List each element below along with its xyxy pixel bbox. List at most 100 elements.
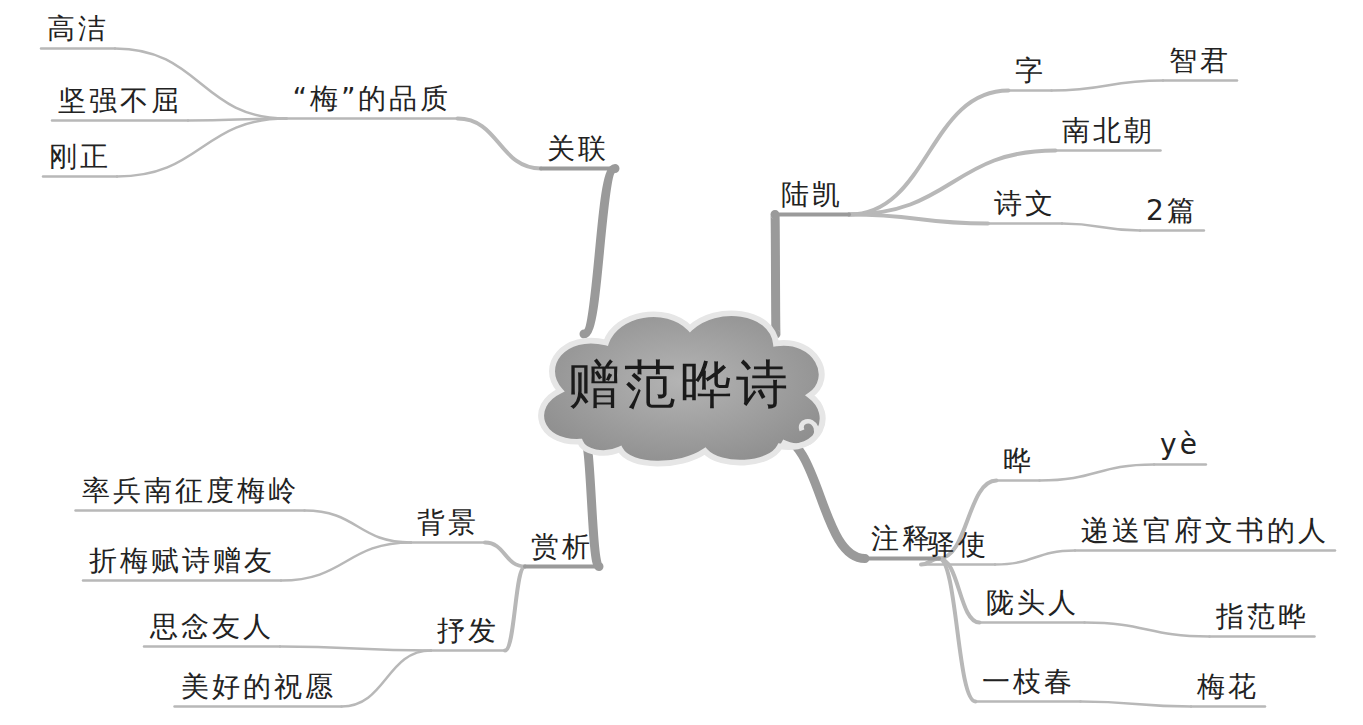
sub-topic: 诗文 bbox=[988, 187, 1062, 224]
topic-text: 陇头人 bbox=[986, 586, 1079, 620]
topic-text: 注释 bbox=[871, 522, 933, 556]
mind-map-branch bbox=[995, 551, 1075, 565]
topic-text: 一枝春 bbox=[982, 665, 1075, 699]
main-branch-topic: 陆凯 bbox=[775, 178, 849, 215]
topic-underline bbox=[286, 117, 457, 120]
topic-underline bbox=[1191, 705, 1265, 708]
topic-text: 陆凯 bbox=[781, 178, 843, 212]
main-branch-topic: 关联 bbox=[541, 132, 615, 169]
sub-topic: 抒发 bbox=[431, 614, 505, 651]
sub-topic: 坚强不屈 bbox=[52, 84, 188, 121]
topic-text: 关联 bbox=[547, 132, 609, 166]
topic-underline bbox=[976, 700, 1081, 703]
mind-map-branch bbox=[775, 215, 776, 335]
underline-layer bbox=[41, 49, 1335, 707]
sub-topic: 智君 bbox=[1163, 44, 1237, 81]
topic-underline bbox=[1210, 635, 1315, 638]
topic-underline bbox=[980, 621, 1085, 624]
topic-underline bbox=[1075, 549, 1335, 552]
mind-map-branch bbox=[281, 543, 411, 581]
topic-text: 诗文 bbox=[994, 187, 1056, 221]
mind-map-branch bbox=[776, 436, 865, 559]
sub-topic: 指范晔 bbox=[1210, 600, 1315, 637]
sub-topic: 递送官府文书的人 bbox=[1075, 514, 1335, 551]
topic-underline bbox=[1009, 89, 1052, 92]
topic-underline bbox=[41, 47, 115, 50]
topic-underline bbox=[541, 167, 615, 171]
branch-group bbox=[115, 49, 1210, 707]
topic-text: 美好的祝愿 bbox=[181, 670, 336, 704]
mind-map-branch bbox=[1052, 81, 1164, 91]
sub-topic: 美好的祝愿 bbox=[175, 670, 342, 707]
mind-map-branch bbox=[1081, 702, 1192, 707]
sub-topic: 思念友人 bbox=[144, 610, 280, 647]
topic-text: 南北朝 bbox=[1062, 114, 1155, 148]
sub-topic: 背景 bbox=[411, 506, 485, 543]
topic-text: 指范晔 bbox=[1216, 600, 1309, 634]
topic-text: 刚正 bbox=[49, 140, 111, 174]
main-branch-topic: 赏析 bbox=[525, 530, 599, 567]
topic-underline bbox=[52, 119, 188, 122]
topic-text: 晔 bbox=[1003, 444, 1034, 478]
mind-map-branch bbox=[458, 119, 542, 169]
mind-map-branch bbox=[849, 215, 988, 224]
topic-text: yè bbox=[1160, 428, 1200, 462]
sub-topic: 梅花 bbox=[1191, 670, 1265, 707]
topic-underline bbox=[1056, 149, 1161, 152]
mind-map-branch bbox=[505, 567, 525, 651]
topic-underline bbox=[988, 222, 1062, 225]
mind-map-branch bbox=[1085, 623, 1210, 637]
topic-underline bbox=[525, 565, 599, 569]
sub-topic: 字 bbox=[1009, 54, 1052, 91]
topic-underline bbox=[175, 705, 342, 708]
sub-topic: 驿使 bbox=[921, 528, 995, 565]
topic-underline bbox=[775, 213, 849, 217]
sub-topic: 陇头人 bbox=[980, 586, 1085, 623]
sub-topic: 晔 bbox=[997, 444, 1040, 481]
topic-underline bbox=[1154, 463, 1206, 466]
mind-map-branch bbox=[584, 169, 615, 335]
topic-text: 智君 bbox=[1169, 44, 1231, 78]
topic-underline bbox=[921, 563, 995, 566]
topic-text: 梅花 bbox=[1197, 670, 1259, 704]
mind-map-branch bbox=[305, 511, 412, 543]
topic-text: “梅”的品质 bbox=[292, 82, 451, 116]
sub-topic: 南北朝 bbox=[1056, 114, 1161, 151]
topic-text: 率兵南征度梅岭 bbox=[82, 474, 299, 508]
topic-text: 背景 bbox=[417, 506, 479, 540]
mind-map-branch bbox=[342, 651, 432, 707]
topic-underline bbox=[144, 645, 280, 648]
topic-text: 字 bbox=[1015, 54, 1046, 88]
mind-map-branch bbox=[485, 543, 525, 567]
topic-underline bbox=[1163, 79, 1237, 82]
sub-topic: 一枝春 bbox=[976, 665, 1081, 702]
topic-underline bbox=[1140, 229, 1204, 232]
sub-topic: 高洁 bbox=[41, 12, 115, 49]
sub-topic: 2篇 bbox=[1140, 194, 1204, 231]
sub-topic: 刚正 bbox=[43, 140, 117, 177]
mind-map-branch bbox=[1040, 465, 1155, 481]
topic-text: 折梅赋诗赠友 bbox=[89, 544, 275, 578]
topic-text: 递送官府文书的人 bbox=[1081, 514, 1329, 548]
central-title: 赠范晔诗 bbox=[568, 350, 792, 420]
sub-topic: 折梅赋诗赠友 bbox=[83, 544, 281, 581]
topic-underline bbox=[431, 649, 505, 652]
sub-topic: “梅”的品质 bbox=[286, 82, 457, 119]
mind-map-branch bbox=[939, 559, 976, 702]
mind-map-branch bbox=[1062, 224, 1140, 231]
mind-map-branch bbox=[117, 119, 286, 177]
central-topic: 赠范晔诗 bbox=[520, 300, 840, 470]
topic-underline bbox=[997, 479, 1040, 482]
mind-map-branch bbox=[280, 647, 431, 651]
topic-text: 坚强不屈 bbox=[58, 84, 182, 118]
topic-underline bbox=[411, 541, 485, 544]
topic-text: 驿使 bbox=[927, 528, 989, 562]
topic-text: 赏析 bbox=[531, 530, 593, 564]
topic-underline bbox=[83, 579, 281, 582]
topic-text: 2篇 bbox=[1146, 194, 1198, 228]
topic-underline bbox=[76, 509, 305, 512]
sub-topic: 率兵南征度梅岭 bbox=[76, 474, 305, 511]
sub-topic: yè bbox=[1154, 428, 1206, 465]
topic-text: 抒发 bbox=[437, 614, 499, 648]
topic-text: 思念友人 bbox=[150, 610, 274, 644]
